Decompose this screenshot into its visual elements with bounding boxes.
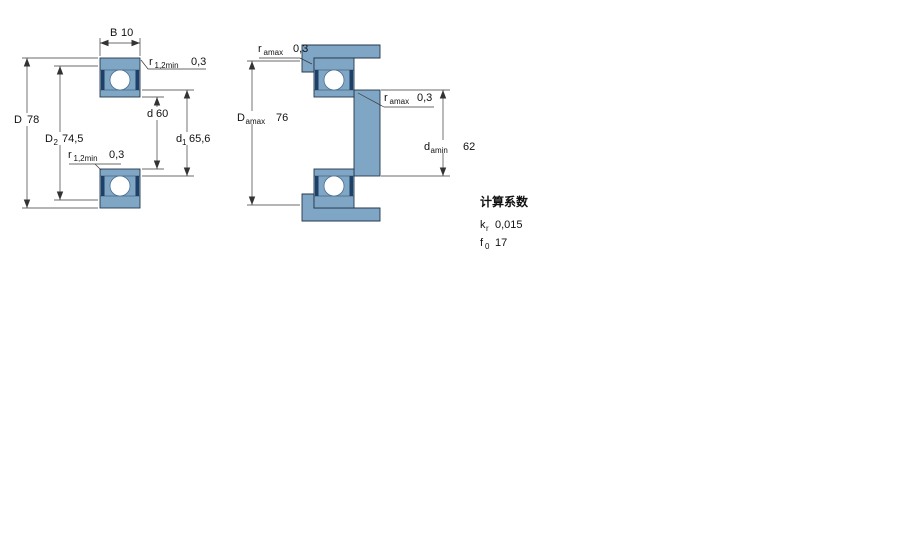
factor-f0-value: 17: [495, 237, 507, 249]
dim-value: 0,3: [191, 56, 206, 68]
factor-kr-subscript: r: [486, 224, 489, 233]
left-view-bearing-section: [99, 57, 141, 209]
dim-value: 0,3: [293, 43, 308, 55]
leader-line: [94, 163, 102, 171]
dim-label-Da: D: [237, 112, 245, 124]
leader-line: [259, 57, 313, 65]
label-background: [144, 107, 175, 120]
dim-label-D: D: [14, 114, 22, 126]
dim-label-d1: d: [176, 133, 182, 145]
dim-subscript: 1,2min: [74, 154, 98, 163]
dim-label-r: r: [384, 92, 388, 104]
label-background: [420, 140, 478, 153]
dimension-r12-top: r 1,2min 0,3: [140, 56, 206, 70]
dimension-r12-bottom: r 1,2min 0,3: [68, 149, 124, 171]
seal-left: [101, 70, 105, 90]
seal-right: [135, 70, 139, 90]
label-background: [11, 113, 47, 126]
dimension-Da: D amax 76: [233, 60, 300, 206]
ball-top: [323, 69, 345, 91]
dimension-D2: D 2 74,5: [42, 65, 98, 201]
shaft-shoulder: [353, 89, 381, 177]
dim-subscript: amax: [264, 48, 284, 57]
dim-subscript: amax: [246, 117, 266, 126]
label-background: [233, 111, 288, 124]
seal-right: [349, 176, 353, 196]
label-background: [42, 132, 92, 145]
dim-value-d: 60: [156, 108, 168, 120]
dim-subscript: 1,2min: [155, 61, 179, 70]
dim-subscript: amin: [431, 146, 448, 155]
ball-top: [109, 69, 131, 91]
dim-value-da: 62: [463, 141, 475, 153]
ball-bottom: [323, 175, 345, 197]
dim-value: 0,3: [109, 149, 124, 161]
dimension-da: d amin 62: [381, 89, 478, 177]
dim-subscript: amax: [390, 97, 410, 106]
dim-label-d: d: [147, 108, 153, 120]
dim-value-D: 78: [27, 114, 39, 126]
dimension-ra-top: r amax 0,3: [258, 43, 313, 65]
seal-left: [315, 176, 319, 196]
dim-value-Da: 76: [276, 112, 288, 124]
dimension-ra-mid: r amax 0,3: [357, 92, 434, 108]
dim-value-d1: 65,6: [189, 133, 210, 145]
seal-right: [135, 176, 139, 196]
dim-label-r: r: [258, 43, 262, 55]
label-background: [173, 132, 219, 145]
seal-left: [315, 70, 319, 90]
dim-subscript: 2: [54, 138, 59, 147]
dimension-d1: d 1 65,6: [142, 89, 219, 177]
leader-line: [357, 92, 385, 108]
dim-value: 0,3: [417, 92, 432, 104]
factor-f0-label: f: [480, 237, 484, 249]
dimension-d: d 60: [142, 96, 175, 170]
leader-line: [140, 59, 206, 70]
seal-left: [101, 176, 105, 196]
dim-label-r: r: [68, 149, 72, 161]
ball-bottom: [109, 175, 131, 197]
calculation-factors: 计算系数 k r 0,015 f 0 17: [480, 194, 529, 251]
right-view-abutments: [301, 44, 381, 222]
dim-label-D2: D: [45, 133, 53, 145]
dim-label-da: d: [424, 141, 430, 153]
dim-value-B: 10: [121, 27, 133, 39]
factors-heading: 计算系数: [480, 194, 529, 209]
dim-subscript: 1: [182, 138, 187, 147]
dimension-D: D 78: [11, 57, 98, 209]
seal-right: [349, 70, 353, 90]
dim-value-D2: 74,5: [62, 133, 83, 145]
factor-f0-subscript: 0: [485, 242, 490, 251]
factor-kr-value: 0,015: [495, 219, 523, 231]
dimension-B: B 10: [99, 27, 141, 56]
dim-label-r: r: [149, 56, 153, 68]
factor-kr-label: k: [480, 219, 486, 231]
dim-label-B: B: [110, 27, 117, 39]
